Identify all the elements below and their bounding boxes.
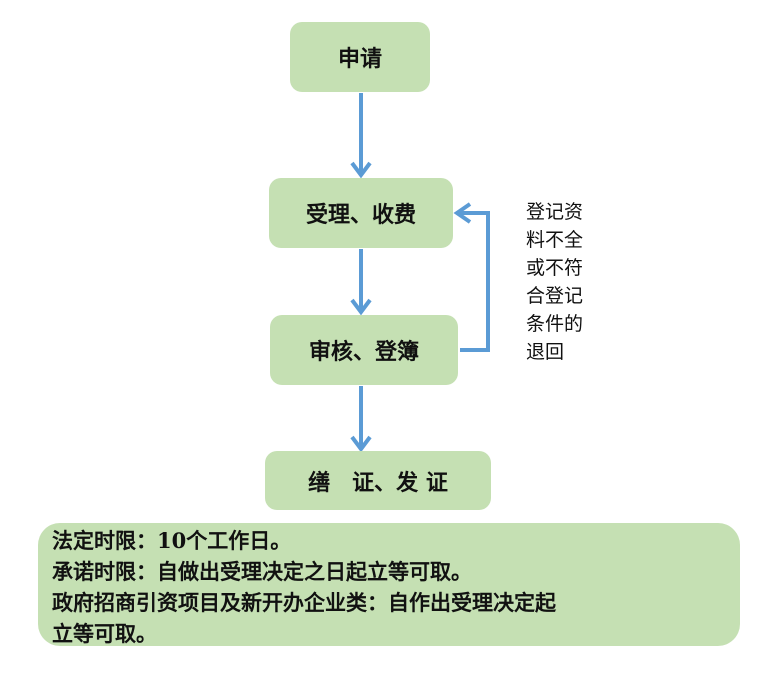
arrow-apply-to-accept [350,93,372,179]
arrow-return-loop [453,202,490,352]
return-note-line: 退回 [526,341,565,363]
investment-project-limit: 政府招商引资项目及新开办企业类：自作出受理决定起 [52,590,556,615]
return-note-line: 料不全 [526,229,584,251]
return-note: 登记资 料不全 或不符 合登记 条件的 退回 [526,198,606,366]
investment-project-limit-cont: 立等可取。 [52,621,157,646]
step-issue-certificate: 缮 证、发 证 [265,451,491,510]
legal-time-limit: 法定时限：10个工作日。 [52,528,292,553]
step-accept-charge: 受理、收费 [269,178,453,248]
time-limit-note: 法定时限：10个工作日。 承诺时限：自做出受理决定之日起立等可取。 政府招商引资… [38,523,740,646]
step-apply: 申请 [290,22,430,92]
return-note-line: 条件的 [526,313,584,335]
arrow-accept-to-review [350,249,372,316]
promised-time-limit: 承诺时限：自做出受理决定之日起立等可取。 [52,559,472,584]
return-note-line: 或不符 [526,257,584,279]
return-note-line: 合登记 [526,285,584,307]
return-note-line: 登记资 [526,201,584,223]
arrow-review-to-issue [350,386,372,453]
step-review-register: 审核、登簿 [270,315,458,385]
